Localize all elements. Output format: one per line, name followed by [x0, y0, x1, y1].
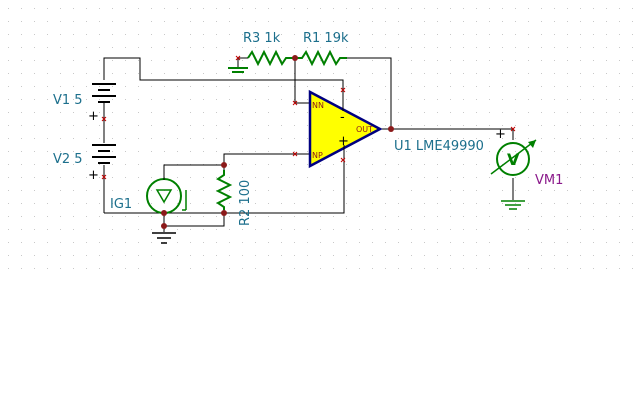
r3-label: R3 1k	[243, 31, 281, 46]
ground-r3-icon	[228, 67, 248, 73]
u1-opamp[interactable]	[308, 89, 383, 169]
u1-minus: -	[340, 110, 345, 125]
grid-dots	[8, 8, 633, 269]
vm1-label: VM1	[535, 173, 563, 188]
vm1-plus: +	[495, 127, 506, 142]
wire-v1-top[interactable]	[103, 57, 344, 92]
wire-bottom-rail[interactable]	[104, 145, 345, 214]
node-ig1-r2-top	[221, 162, 227, 168]
ig1-current-source[interactable]	[146, 178, 187, 214]
node-bottom-left	[161, 210, 167, 216]
v1-battery[interactable]	[92, 83, 116, 103]
arrow-icon	[490, 139, 537, 175]
node-ground-ig1	[161, 223, 167, 229]
r2-label: R2 100	[238, 180, 253, 226]
vm1-voltmeter[interactable]	[490, 139, 537, 176]
v2-plus: +	[88, 168, 99, 183]
u1-pin-nn: NN	[312, 101, 324, 110]
pin-markers	[101, 55, 516, 180]
u1-label: U1 LME49990	[394, 139, 484, 154]
r3-resistor[interactable]	[247, 49, 295, 67]
node-bottom-right	[221, 210, 227, 216]
node-out	[388, 126, 394, 132]
junction-nodes	[161, 55, 394, 229]
u1-pin-np: NP	[312, 151, 323, 160]
r1-resistor[interactable]	[295, 49, 347, 67]
wire-ig1-top[interactable]	[163, 153, 310, 178]
wire-r2-bottom[interactable]	[164, 210, 225, 227]
v2-label: V2 5	[53, 152, 83, 167]
v1-label: V1 5	[53, 93, 83, 108]
ig1-label: IG1	[110, 197, 132, 212]
wire-r1-out[interactable]	[347, 57, 392, 129]
vm1-symbol: V	[507, 150, 520, 169]
u1-pin-out: OUT	[356, 125, 373, 134]
r1-label: R1 19k	[303, 31, 349, 46]
ground-vm1-icon	[501, 200, 525, 210]
r2-resistor[interactable]	[215, 170, 233, 210]
v1-plus: +	[88, 109, 99, 124]
triangle-down-icon	[155, 189, 173, 204]
u1-plus: +	[338, 134, 349, 149]
v2-battery[interactable]	[92, 144, 116, 164]
node-r3-r1	[292, 55, 298, 61]
ground-ig1-icon	[152, 232, 176, 244]
